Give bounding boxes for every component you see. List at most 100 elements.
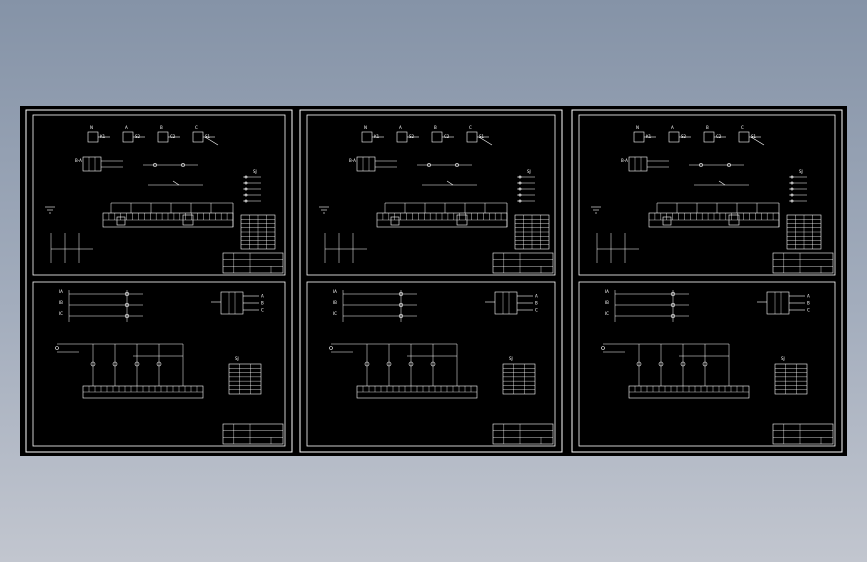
relay-box-symbol: [192, 131, 204, 143]
control-node: [329, 346, 333, 350]
title-block: [222, 423, 284, 445]
lamp-symbol: [90, 361, 96, 367]
legend-node: [790, 187, 794, 191]
terminal-strip: [376, 212, 508, 228]
lamp-symbol: [702, 361, 708, 367]
sheet-border: [25, 109, 293, 453]
title-block-border: [772, 423, 834, 445]
sheet-border: [299, 109, 563, 453]
relay-label: K1: [646, 134, 652, 139]
spec-table: [240, 214, 276, 250]
bus-label: IB: [605, 300, 609, 305]
sheet-border: [571, 109, 843, 453]
title-block: [492, 252, 554, 274]
title-block-border: [772, 252, 834, 274]
bus-label: IB: [333, 300, 337, 305]
legend-node: [244, 175, 248, 179]
spec-table-border: [502, 363, 536, 395]
control-node: [601, 346, 605, 350]
relay-box-symbol: [466, 131, 478, 143]
relay-box-symbol: [431, 131, 443, 143]
ct-block: [220, 291, 244, 315]
phase-label: C: [807, 308, 810, 313]
legend-node: [518, 175, 522, 179]
relay-box-symbol: [122, 131, 134, 143]
bottom-panel-border: [578, 281, 836, 447]
top-panel-border: [578, 114, 836, 276]
terminal-strip: [628, 385, 750, 399]
bottom-panel-border: [32, 281, 286, 447]
phase-label: A: [261, 294, 264, 299]
contact-node: [699, 163, 703, 167]
title-block-border: [492, 423, 554, 445]
relay-label: K1: [374, 134, 380, 139]
spec-table: [786, 214, 822, 250]
legend-node: [244, 181, 248, 185]
relay-box-3: BC2: [431, 125, 454, 143]
switch-blade: [172, 180, 180, 186]
relay-box-symbol: [361, 131, 373, 143]
contact-node: [727, 163, 731, 167]
table-caption: SJ: [235, 356, 239, 361]
relay-label: S2: [681, 134, 687, 139]
title-block-border: [222, 252, 284, 274]
coil-group-box: [356, 156, 376, 172]
strip-component: [182, 214, 194, 226]
top-panel-border: [32, 114, 286, 276]
relay-box-4: CS1: [466, 125, 489, 143]
relay-box-2: AS2: [396, 125, 419, 143]
coil-group-box: [82, 156, 102, 172]
lamp-symbol: [658, 361, 664, 367]
phase-label: C: [535, 308, 538, 313]
relay-box-2: AS2: [122, 125, 145, 143]
relay-tag-label: C: [469, 125, 472, 130]
relay-label: K1: [100, 134, 106, 139]
strip-component: [456, 214, 468, 226]
legend-node: [790, 175, 794, 179]
lamp-symbol: [680, 361, 686, 367]
spec-table-border: [774, 363, 808, 395]
relay-box-4: CS1: [192, 125, 215, 143]
strip-component: [662, 216, 672, 226]
sheets-layer: NK1AS2BC2CS1B-ASJIAIBICABCSJNK1AS2BC2CS1…: [25, 109, 843, 453]
bus-label: IC: [59, 311, 63, 316]
relay-label: C2: [170, 134, 176, 139]
strip-component: [116, 216, 126, 226]
spec-table: [774, 363, 808, 395]
title-block-border: [222, 423, 284, 445]
relay-wire: [204, 136, 219, 146]
side-code-label: B-A: [349, 158, 356, 163]
legend-node: [244, 199, 248, 203]
switch-blade: [446, 180, 454, 186]
legend-node: [790, 193, 794, 197]
title-block: [772, 252, 834, 274]
relay-label: S2: [135, 134, 141, 139]
relay-wire: [478, 136, 493, 146]
relay-tag-label: A: [399, 125, 402, 130]
relay-box-symbol: [157, 131, 169, 143]
spec-table: [228, 363, 262, 395]
relay-tag-label: N: [364, 125, 367, 130]
coil-group-box: [628, 156, 648, 172]
bus-label: IC: [605, 311, 609, 316]
title-block-border: [492, 252, 554, 274]
relay-box-3: BC2: [703, 125, 726, 143]
top-panel-border: [306, 114, 556, 276]
contact-node: [181, 163, 185, 167]
spec-table: [502, 363, 536, 395]
side-code-label: B-A: [75, 158, 82, 163]
relay-box-3: BC2: [157, 125, 180, 143]
bus-label: IB: [59, 300, 63, 305]
relay-box-symbol: [668, 131, 680, 143]
legend-node: [518, 199, 522, 203]
relay-box-1: NK1: [633, 125, 656, 143]
legend-node: [518, 181, 522, 185]
contact-node: [153, 163, 157, 167]
lamp-symbol: [364, 361, 370, 367]
relay-box-4: CS1: [738, 125, 761, 143]
spec-table: [514, 214, 550, 250]
